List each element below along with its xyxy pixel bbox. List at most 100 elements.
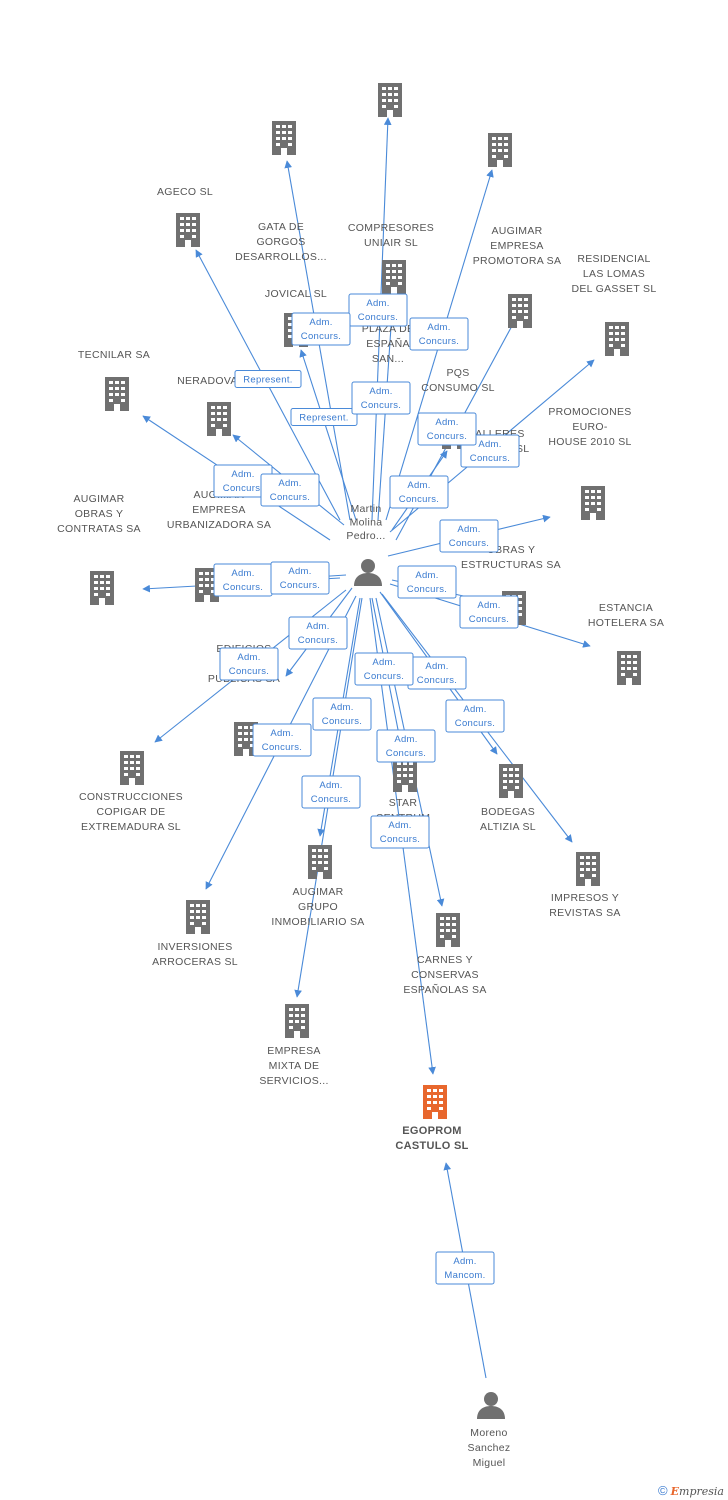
edge-label-text: Concurs. — [361, 400, 401, 411]
edge-label-box — [435, 1251, 495, 1285]
node-label-gata: GORGOS — [256, 236, 305, 248]
node-label-augimar_urbanizadora: EMPRESA — [192, 504, 245, 516]
edge-label-moreno-egoprom[interactable]: Adm.Mancom. — [435, 1251, 495, 1285]
node-label-construcciones: EXTREMADURA SL — [81, 821, 181, 833]
node-label-augimar_promotora: PROMOTORA SA — [473, 255, 562, 267]
edge-label-martin-estancia[interactable]: Adm.Concurs. — [459, 595, 519, 629]
edge-label-martin-augimar_grupo[interactable]: Adm.Concurs. — [312, 697, 372, 731]
node-ageco[interactable]: AGECO SL — [157, 186, 213, 247]
edge-label-martin-bodegas[interactable]: Adm.Concurs. — [407, 656, 467, 690]
node-label-augimar_obras: AUGIMAR — [73, 493, 124, 505]
edge-label-martin-augimar_urbanizadora[interactable]: Adm.Concurs. — [270, 561, 330, 595]
edge-label-box — [445, 699, 505, 733]
node-star[interactable]: STARCENTRUM — [376, 758, 431, 824]
node-label-residencial: DEL GASSET SL — [571, 283, 656, 295]
node-label-bodegas: BODEGAS — [481, 806, 535, 818]
edge-label-martin-gata[interactable]: Adm.Concurs. — [291, 312, 351, 346]
edge-label-box — [351, 381, 411, 415]
node-label-augimar_obras: CONTRATAS SA — [57, 523, 141, 535]
building-icon — [576, 852, 600, 886]
node-label-augimar_promotora: EMPRESA — [490, 240, 543, 252]
node-label-promociones: PROMOCIONES — [548, 406, 631, 418]
edge-label-martin-jovical[interactable]: Represent. — [290, 408, 358, 426]
edge-label-martin-star[interactable]: Adm.Concurs. — [354, 652, 414, 686]
edge-label-text: Adm. — [463, 704, 486, 715]
edge-label-text: Concurs. — [301, 331, 341, 342]
node-label-gata: DESARROLLOS... — [235, 251, 327, 263]
edge-label-martin-egoprom[interactable]: Adm.Concurs. — [370, 815, 430, 849]
edge-label-martin-inversiones[interactable]: Adm.Concurs. — [252, 723, 312, 757]
edge-label-text: Adm. — [319, 780, 342, 791]
edge-label-text: Adm. — [231, 469, 254, 480]
edge-label-text: Adm. — [366, 298, 389, 309]
edge-label-martin-impresos[interactable]: Adm.Concurs. — [445, 699, 505, 733]
node-label-carnes: CARNES Y — [417, 954, 473, 966]
edge-label-text: Adm. — [407, 480, 430, 491]
node-tecnilar[interactable]: TECNILAR SA — [78, 349, 150, 411]
edge-label-text: Adm. — [394, 734, 417, 745]
edge-label-box — [439, 519, 499, 553]
node-label-egoprom: CASTULO SL — [395, 1140, 468, 1152]
edge-label-martin-augimar_obras[interactable]: Adm.Concurs. — [213, 563, 273, 597]
building-icon — [508, 294, 532, 328]
edge-label-martin-talleres[interactable]: Adm.Concurs. — [409, 317, 469, 351]
edge-label-martin-compresores[interactable]: Adm.Concurs. — [351, 381, 411, 415]
edge-label-martin-obras_estructuras[interactable]: Adm.Concurs. — [397, 565, 457, 599]
edge-label-box — [376, 729, 436, 763]
building-icon — [308, 845, 332, 879]
edge-label-martin-carnes[interactable]: Adm.Concurs. — [376, 729, 436, 763]
edge-label-martin-ageco[interactable]: Represent. — [234, 370, 302, 388]
edge-label-martin-construcciones[interactable]: Adm.Concurs. — [219, 647, 279, 681]
node-label-moreno: Moreno — [470, 1427, 507, 1439]
edge-label-text: Adm. — [478, 439, 501, 450]
brand-logo[interactable]: Empresia — [671, 1485, 724, 1498]
edge-label-text: Adm. — [427, 322, 450, 333]
edge-label-box — [219, 647, 279, 681]
edge-label-martin-plaza[interactable]: Adm.Concurs. — [348, 293, 408, 327]
edge-label-martin-augimar_promotora[interactable]: Adm.Concurs. — [389, 475, 449, 509]
edge-label-box — [270, 561, 330, 595]
edge-label-box — [348, 293, 408, 327]
node-label-jovical: JOVICAL SL — [265, 288, 327, 300]
node-jovical[interactable]: JOVICAL SL — [265, 288, 327, 347]
edge-label-text: Mancom. — [444, 1270, 485, 1281]
person-icon — [477, 1392, 505, 1419]
building-main-icon — [423, 1085, 447, 1119]
edge-label-box — [312, 697, 372, 731]
edge-label-martin-empresa_mixta[interactable]: Adm.Concurs. — [301, 775, 361, 809]
edge-label-text: Represent. — [299, 413, 348, 424]
edge-label-martin-neradova[interactable]: Adm.Concurs. — [260, 473, 320, 507]
edge-label-martin-pqs[interactable]: Adm.Concurs. — [417, 412, 477, 446]
node-label-tecnilar: TECNILAR SA — [78, 349, 150, 361]
edge-label-text: Concurs. — [223, 483, 263, 494]
node-gata[interactable]: GATA DEGORGOSDESARROLLOS... — [235, 121, 327, 263]
node-martin[interactable]: MartinMolinaPedro... — [346, 503, 385, 586]
node-label-augimar_urbanizadora: URBANIZADORA SA — [167, 519, 271, 531]
node-label-plaza: SAN... — [372, 353, 404, 365]
edge-label-martin-promociones[interactable]: Adm.Concurs. — [439, 519, 499, 553]
edge-labels-layer: Adm.Concurs.Adm.Concurs.Adm.Concurs.Repr… — [213, 293, 520, 1285]
node-label-moreno: Sanchez — [468, 1442, 511, 1454]
brand-logo-text: mpresia — [679, 1485, 724, 1498]
node-label-obras_estructuras: OBRAS Y — [487, 544, 536, 556]
building-icon — [617, 651, 641, 685]
edge-label-box — [409, 317, 469, 351]
edge-label-martin-edificios[interactable]: Adm.Concurs. — [288, 616, 348, 650]
